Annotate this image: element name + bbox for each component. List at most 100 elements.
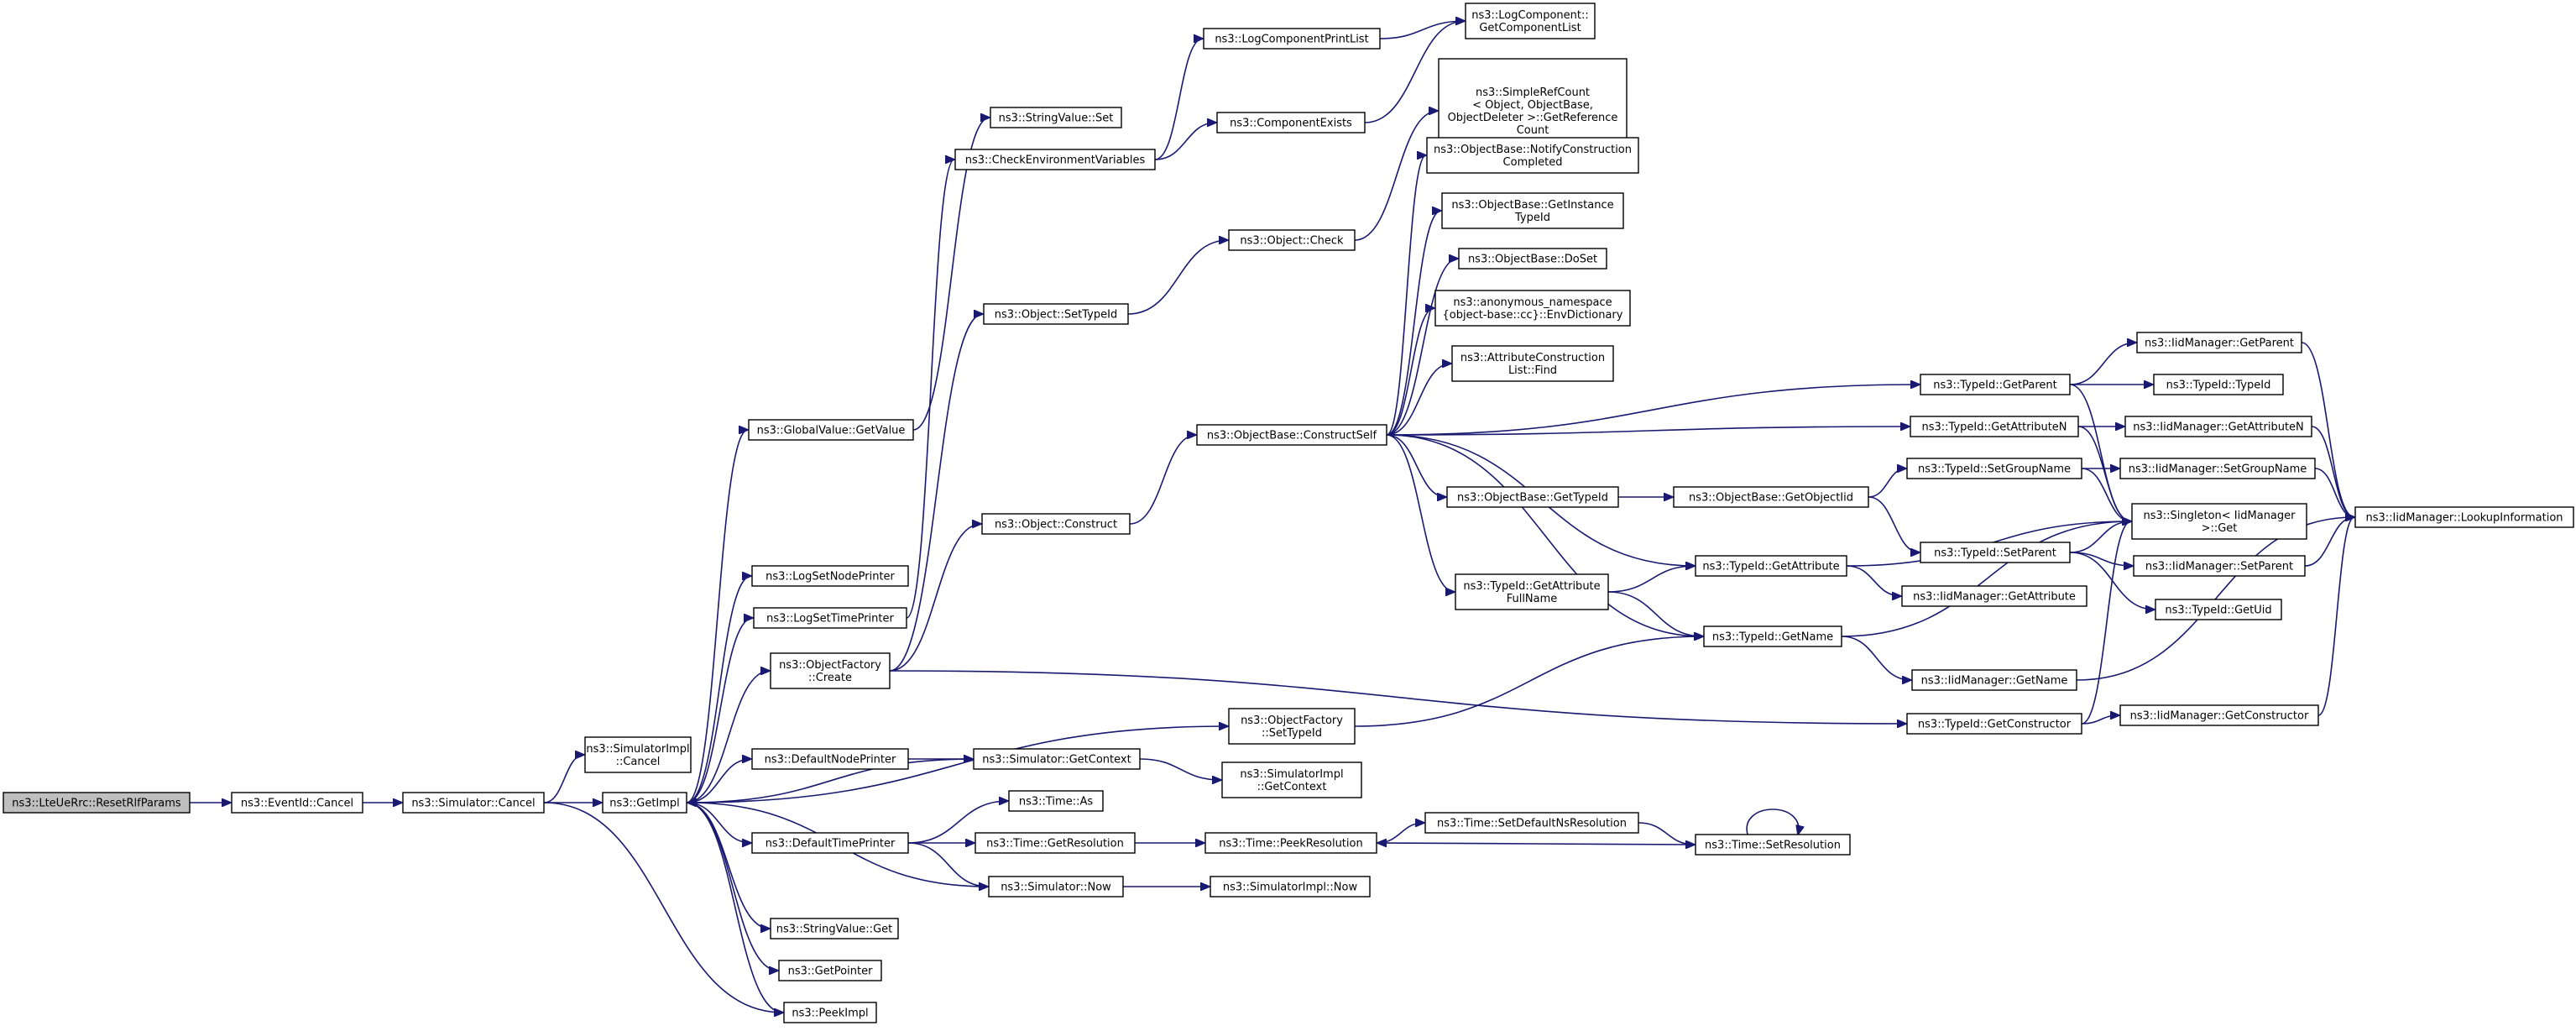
edge-objectbase-constructself-to-envdictionary (1386, 308, 1434, 436)
node-timesetdefaultnsres[interactable]: ns3::Time::SetDefaultNsResolution (1424, 812, 1639, 834)
node-objectbase-constructself[interactable]: ns3::ObjectBase::ConstructSelf (1196, 424, 1387, 446)
node-objectfactory-create[interactable]: ns3::ObjectFactory::Create (770, 652, 891, 689)
node-getimpl[interactable]: ns3::GetImpl (602, 792, 687, 814)
edge-typeid-getparent-to-iid-getparent (2069, 343, 2136, 385)
node-label-line: GetComponentList (1479, 22, 1581, 34)
edge-getimpl-to-logsettimeprinter (686, 618, 753, 803)
node-typeid-getconstructor[interactable]: ns3::TypeId::GetConstructor (1906, 713, 2082, 735)
node-typeid-getuid[interactable]: ns3::TypeId::GetUid (2155, 599, 2282, 620)
node-simimpl-cancel[interactable]: ns3::SimulatorImpl::Cancel (584, 736, 692, 773)
node-defaulttimeprinter[interactable]: ns3::DefaultTimePrinter (751, 832, 909, 854)
edge-checkenv-to-componentexists (1154, 123, 1216, 160)
node-label-line: ns3::TypeId::GetAttribute (1702, 561, 1839, 573)
node-iid-getattribute[interactable]: ns3::IidManager::GetAttribute (1901, 585, 2087, 607)
node-defaultnodeprinter[interactable]: ns3::DefaultNodePrinter (751, 748, 909, 770)
node-doset[interactable]: ns3::ObjectBase::DoSet (1458, 248, 1607, 270)
node-time-getresolution[interactable]: ns3::Time::GetResolution (974, 832, 1136, 854)
node-label-line: ns3::anonymous_namespace (1453, 296, 1612, 309)
node-notifyconstruction[interactable]: ns3::ObjectBase::NotifyConstructionCompl… (1426, 137, 1639, 174)
node-iid-lookupinformation[interactable]: ns3::IidManager::LookupInformation (2354, 506, 2574, 528)
node-label-line: ns3::TypeId::GetParent (1933, 379, 2057, 392)
node-label-line: ns3::ObjectBase::ConstructSelf (1207, 430, 1377, 442)
node-box (1920, 374, 2071, 395)
node-typeid-getattribute[interactable]: ns3::TypeId::GetAttribute (1695, 555, 1847, 577)
node-label-line: ns3::IidManager::SetParent (2145, 561, 2293, 573)
node-stringvalue-set[interactable]: ns3::StringValue::Set (990, 107, 1122, 128)
node-label-line: ns3::TypeId::GetUid (2165, 604, 2271, 617)
node-label-line: ns3::ObjectBase::NotifyConstruction (1434, 144, 1632, 156)
node-label-line: ns3::IidManager::GetName (1921, 675, 2068, 688)
edge-iid-getconstructor-to-iid-lookupinformation (2317, 517, 2354, 716)
edge-componentexists-to-logcomponent-getcomponentlist (1364, 21, 1465, 123)
node-simimpl-now[interactable]: ns3::SimulatorImpl::Now (1210, 876, 1371, 898)
node-singleton-get[interactable]: ns3::Singleton< IidManager>::Get (2131, 503, 2307, 540)
node-objectbase-getobjectiid[interactable]: ns3::ObjectBase::GetObjectIid (1673, 486, 1869, 508)
node-envdictionary[interactable]: ns3::anonymous_namespace{object-base::cc… (1434, 290, 1631, 327)
node-label-line: ns3::SimpleRefCount (1476, 86, 1590, 99)
node-box (231, 792, 363, 814)
edge-typeid-getparent-to-singleton-get (2069, 384, 2131, 521)
node-iid-getparent[interactable]: ns3::IidManager::GetParent (2136, 332, 2302, 353)
node-box (1451, 345, 1614, 382)
node-iid-getname[interactable]: ns3::IidManager::GetName (1911, 669, 2077, 691)
node-label-line: ns3::AttributeConstruction (1460, 352, 1605, 364)
node-checkenv[interactable]: ns3::CheckEnvironmentVariables (954, 149, 1156, 170)
node-stringvalue-get[interactable]: ns3::StringValue::Get (770, 918, 899, 939)
node-logcomponent-getcomponentlist[interactable]: ns3::LogComponent::GetComponentList (1465, 3, 1596, 39)
node-label-line: Completed (1503, 156, 1563, 169)
edge-objectbase-constructself-to-attrconstructionlist-find (1386, 364, 1451, 436)
node-sim-cancel[interactable]: ns3::Simulator::Cancel (402, 792, 545, 814)
node-object-check[interactable]: ns3::Object::Check (1228, 229, 1356, 251)
node-box (751, 832, 909, 854)
edge-iid-getparent-to-iid-lookupinformation (2301, 342, 2354, 517)
node-object-settypeid[interactable]: ns3::Object::SetTypeId (983, 303, 1129, 325)
edge-object-settypeid-to-object-check (1127, 240, 1228, 315)
edge-objectbase-getobjectiid-to-typeid-setgroupname (1868, 468, 1906, 498)
node-label-line: ns3::TypeId::GetName (1712, 631, 1833, 644)
node-simimpl-getcontext[interactable]: ns3::SimulatorImpl::GetContext (1221, 761, 1362, 798)
node-time-peekresolution[interactable]: ns3::Time::PeekResolution (1204, 832, 1377, 854)
node-iid-setparent[interactable]: ns3::IidManager::SetParent (2133, 555, 2306, 577)
node-logcomponentprintlist[interactable]: ns3::LogComponentPrintList (1203, 28, 1381, 50)
node-objectfactory-settypeid[interactable]: ns3::ObjectFactory::SetTypeId (1228, 708, 1356, 745)
edge-time-peekresolution-to-timesetdefaultnsres (1376, 823, 1424, 844)
edge-objectfactory-create-to-object-construct (889, 524, 981, 672)
edge-typeid-getattribute-to-iid-getattribute (1846, 565, 1901, 596)
node-typeid-setgroupname[interactable]: ns3::TypeId::SetGroupName (1906, 458, 2082, 479)
edge-iid-setparent-to-iid-lookupinformation (2304, 517, 2354, 567)
node-globalvalue-getvalue[interactable]: ns3::GlobalValue::GetValue (748, 419, 914, 441)
node-box (1910, 416, 2079, 437)
node-iid-setgroupname[interactable]: ns3::IidManager::SetGroupName (2119, 458, 2316, 479)
node-time-setresolution[interactable]: ns3::Time::SetResolution (1695, 834, 1851, 856)
node-label-line: Count (1517, 124, 1549, 137)
node-getpointer[interactable]: ns3::GetPointer (778, 960, 882, 981)
node-eventid-cancel[interactable]: ns3::EventId::Cancel (231, 792, 363, 814)
node-peekimpl[interactable]: ns3::PeekImpl (783, 1002, 877, 1023)
node-logsettimeprinter[interactable]: ns3::LogSetTimePrinter (753, 607, 907, 629)
node-iid-getattributen[interactable]: ns3::IidManager::GetAttributeN (2124, 416, 2312, 437)
node-sim-now[interactable]: ns3::Simulator::Now (988, 876, 1124, 898)
node-object-construct[interactable]: ns3::Object::Construct (981, 513, 1131, 535)
node-typeid-typeid[interactable]: ns3::TypeId::TypeId (2153, 374, 2284, 395)
node-typeid-setparent[interactable]: ns3::TypeId::SetParent (1920, 542, 2071, 563)
node-box (973, 748, 1141, 770)
node-label-line: ns3::Singleton< IidManager (2143, 510, 2296, 522)
node-iid-getconstructor[interactable]: ns3::IidManager::GetConstructor (2119, 704, 2319, 726)
node-typeid-getparent[interactable]: ns3::TypeId::GetParent (1920, 374, 2071, 395)
node-root[interactable]: ns3::LteUeRrc::ResetRlfParams (3, 792, 191, 814)
node-label-line: ns3::DefaultNodePrinter (765, 754, 896, 767)
node-time-as[interactable]: ns3::Time::As (1008, 790, 1104, 812)
node-objectbase-gettypeid[interactable]: ns3::ObjectBase::GetTypeId (1446, 486, 1619, 508)
node-box (2354, 506, 2574, 528)
node-box (974, 832, 1136, 854)
node-label-line: ns3::TypeId::GetAttributeN (1921, 421, 2067, 434)
node-logsetnodeprinter[interactable]: ns3::LogSetNodePrinter (751, 565, 909, 587)
node-typeid-getattributen[interactable]: ns3::TypeId::GetAttributeN (1910, 416, 2079, 437)
node-sim-getcontext[interactable]: ns3::Simulator::GetContext (973, 748, 1141, 770)
node-typeid-getname[interactable]: ns3::TypeId::GetName (1703, 625, 1842, 647)
node-componentexists[interactable]: ns3::ComponentExists (1216, 112, 1366, 133)
